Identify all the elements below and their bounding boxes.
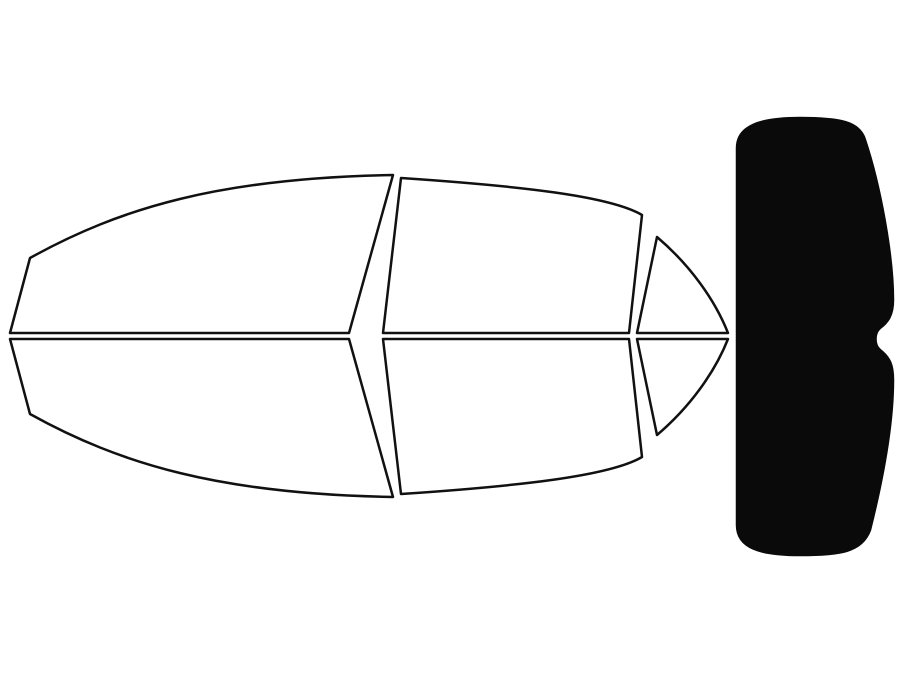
rear-door-window-lower (381, 337, 644, 496)
rear-windshield (735, 116, 895, 557)
rear-door-window-upper (381, 176, 644, 335)
quarter-window-lower (635, 337, 730, 437)
quarter-window-upper (635, 235, 730, 335)
front-door-window-lower (8, 337, 395, 499)
front-door-window-upper (8, 173, 395, 335)
